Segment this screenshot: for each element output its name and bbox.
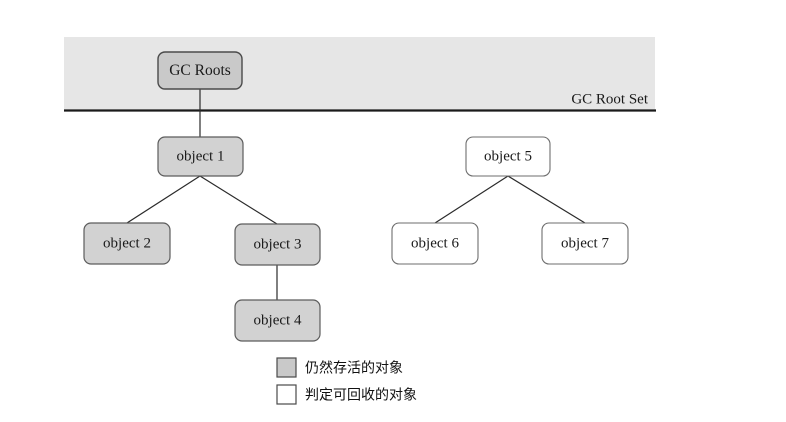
node-object-5-box[interactable]: [465, 136, 551, 177]
node-object-3-box[interactable]: [234, 223, 321, 266]
legend-item-reclaimable: 判定可回收的对象: [276, 384, 417, 405]
legend-label-reclaimable: 判定可回收的对象: [305, 388, 417, 404]
node-object-1[interactable]: object 1: [157, 136, 244, 177]
node-object-6-box[interactable]: [391, 222, 479, 265]
node-object-4-label: object 4: [254, 312, 302, 328]
edge-object5-to-object7: [507, 175, 586, 224]
node-object-6-label: object 6: [411, 235, 459, 251]
node-object-4[interactable]: object 4: [234, 299, 321, 342]
node-gc-roots-box[interactable]: [157, 51, 243, 90]
node-gc-roots[interactable]: GC Roots: [157, 51, 243, 90]
legend-swatch-reclaimable: [276, 384, 297, 405]
edge-object1-to-object2: [126, 175, 201, 224]
edge-object1-to-object3: [199, 175, 278, 225]
legend-swatch-alive: [276, 357, 297, 378]
node-gc-roots-label: GC Roots: [169, 62, 231, 79]
node-object-2[interactable]: object 2: [83, 222, 171, 265]
edge-group: [126, 87, 586, 301]
gc-root-set-label: GC Root Set: [571, 91, 649, 107]
node-object-2-label: object 2: [103, 235, 151, 251]
gc-root-set-band: GC Root Set: [64, 37, 656, 112]
gc-root-set-band-fill: [64, 37, 655, 110]
node-object-1-box[interactable]: [157, 136, 244, 177]
node-object-7-box[interactable]: [541, 222, 629, 265]
legend: 仍然存活的对象 判定可回收的对象: [276, 357, 417, 405]
node-object-3[interactable]: object 3: [234, 223, 321, 266]
node-object-5[interactable]: object 5: [465, 136, 551, 177]
node-object-4-box[interactable]: [234, 299, 321, 342]
legend-label-alive: 仍然存活的对象: [305, 360, 403, 377]
node-object-2-box[interactable]: [83, 222, 171, 265]
node-object-3-label: object 3: [254, 236, 302, 252]
node-object-7[interactable]: object 7: [541, 222, 629, 265]
node-object-7-label: object 7: [561, 235, 609, 251]
edge-object5-to-object6: [434, 175, 509, 224]
node-object-1-label: object 1: [177, 148, 225, 164]
node-object-5-label: object 5: [484, 148, 532, 164]
legend-item-alive: 仍然存活的对象: [276, 357, 403, 378]
node-object-6[interactable]: object 6: [391, 222, 479, 265]
